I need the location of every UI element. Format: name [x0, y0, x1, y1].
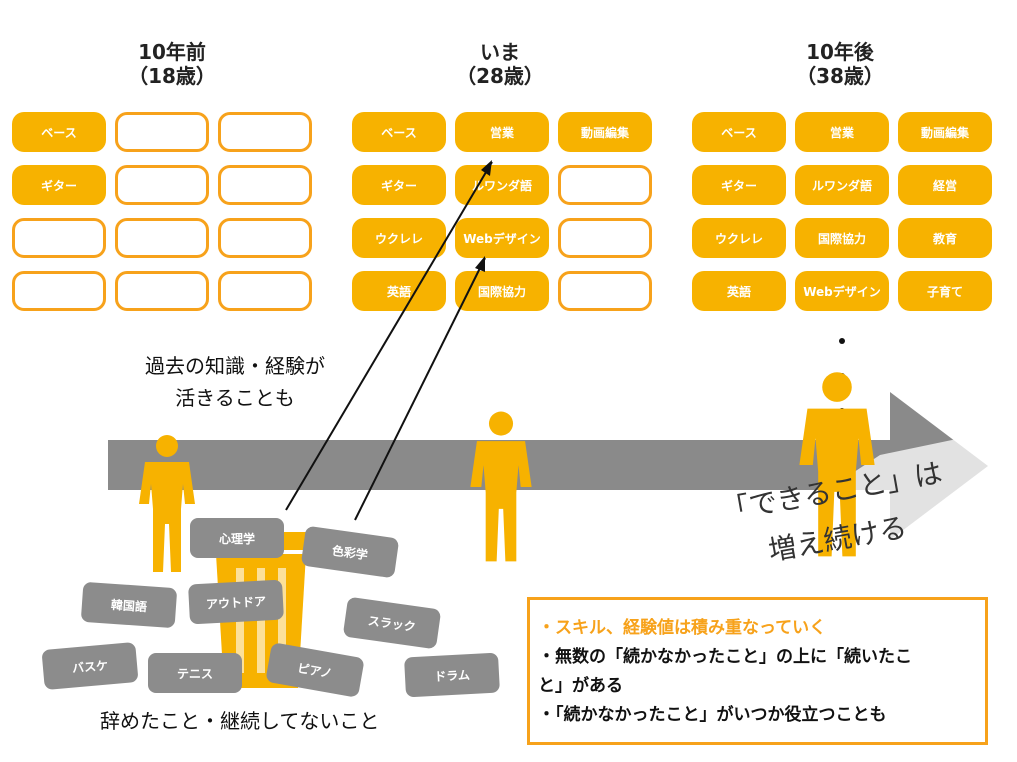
- caption-quit: 辞めたこと・継続してないこと: [100, 709, 380, 733]
- note-line: ・スキル、経験値は積み重なっていく: [538, 618, 827, 638]
- arrow-icon: [108, 392, 988, 540]
- column-title-past-year: 10年前: [138, 40, 206, 64]
- skill-pill: ギター: [352, 165, 446, 205]
- skill-pill: 営業: [795, 112, 889, 152]
- skill-pill: 動画編集: [898, 112, 992, 152]
- note-line: ・無数の「続かなかったこと」の上に「続いたこ: [538, 647, 912, 667]
- skill-pill: ギター: [12, 165, 106, 205]
- person-icon: [139, 435, 195, 572]
- person-icon: [799, 372, 875, 557]
- caption-past-knowledge: 過去の知識・経験が 活きることも: [120, 350, 350, 414]
- skill-pill: ウクレレ: [352, 218, 446, 258]
- skill-pill: 国際協力: [795, 218, 889, 258]
- column-title-past: 10年前 （18歳）: [92, 40, 252, 88]
- caption-past-line2: 活きることも: [175, 386, 295, 410]
- column-title-future-age: （38歳）: [796, 64, 884, 88]
- empty-skill-slot: [218, 112, 312, 152]
- column-title-future-year: 10年後: [806, 40, 874, 64]
- person-icon: [470, 411, 532, 562]
- empty-skill-slot: [558, 271, 652, 311]
- skill-pill: 国際協力: [455, 271, 549, 311]
- skill-pill: 英語: [352, 271, 446, 311]
- empty-skill-slot: [12, 271, 106, 311]
- skill-pill: 動画編集: [558, 112, 652, 152]
- skill-pill: ルワンダ語: [795, 165, 889, 205]
- skill-pill: 教育: [898, 218, 992, 258]
- skill-pill: ベース: [352, 112, 446, 152]
- skill-pill: 子育て: [898, 271, 992, 311]
- skill-pill: 営業: [455, 112, 549, 152]
- column-title-now-age: （28歳）: [456, 64, 544, 88]
- notes-box: ・スキル、経験値は積み重なっていく ・無数の「続かなかったこと」の上に「続いたこ…: [527, 597, 988, 745]
- empty-skill-slot: [115, 165, 209, 205]
- discarded-tag: 韓国語: [80, 581, 178, 629]
- skill-pill: 英語: [692, 271, 786, 311]
- column-title-now: いま （28歳）: [420, 40, 580, 88]
- empty-skill-slot: [218, 218, 312, 258]
- discarded-tag: テニス: [148, 653, 242, 693]
- skill-pill: ベース: [12, 112, 106, 152]
- skill-pill: ウクレレ: [692, 218, 786, 258]
- column-title-now-year: いま: [480, 40, 520, 64]
- empty-skill-slot: [115, 271, 209, 311]
- note-line: と」がある: [538, 676, 623, 696]
- column-title-future: 10年後 （38歳）: [760, 40, 920, 88]
- skill-pill: Webデザイン: [795, 271, 889, 311]
- skill-pill: ベース: [692, 112, 786, 152]
- discarded-tag: 心理学: [190, 518, 284, 558]
- empty-skill-slot: [558, 218, 652, 258]
- empty-skill-slot: [115, 112, 209, 152]
- empty-skill-slot: [218, 271, 312, 311]
- skill-pill: ルワンダ語: [455, 165, 549, 205]
- empty-skill-slot: [218, 165, 312, 205]
- skill-pill: 経営: [898, 165, 992, 205]
- skill-pill: ギター: [692, 165, 786, 205]
- empty-skill-slot: [12, 218, 106, 258]
- column-title-past-age: （18歳）: [128, 64, 216, 88]
- discarded-tag: ドラム: [404, 652, 500, 698]
- skill-pill: Webデザイン: [455, 218, 549, 258]
- note-line: ・「続かなかったこと」がいつか役立つことも: [538, 705, 887, 725]
- caption-past-line1: 過去の知識・経験が: [145, 354, 325, 378]
- empty-skill-slot: [558, 165, 652, 205]
- discarded-tag: アウトドア: [188, 579, 284, 625]
- discarded-tag: バスケ: [41, 641, 139, 691]
- empty-skill-slot: [115, 218, 209, 258]
